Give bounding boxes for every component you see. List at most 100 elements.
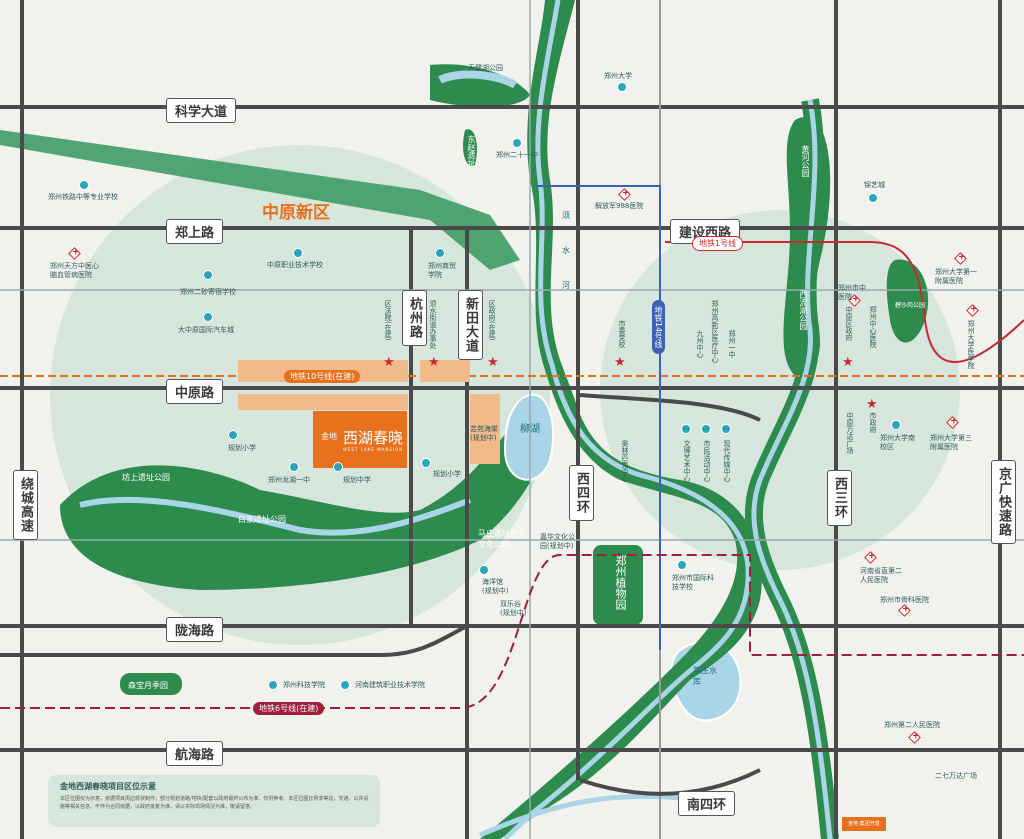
metro-label-line6: 地铁6号线(在建) (253, 702, 325, 715)
gov-star-icon: ★ (428, 355, 440, 370)
school-icon (435, 248, 445, 258)
legend-body: 本区位图仅为示意，依据项目周边现状制作，部分规划道路/地块/配套以政府最终公布为… (60, 796, 369, 810)
project-en: WEST LAKE MANSION (343, 447, 404, 452)
poi-label: 芸苑海棠(规划中) (470, 425, 498, 442)
metro-line14 (535, 185, 661, 650)
poi-label: 奥林匹克中心 (621, 440, 629, 482)
park-label-huanghe: 黄河公园 (801, 145, 810, 177)
poi-label: 郑州高新区医疗中心 (711, 300, 719, 363)
poi-label: 郑州大学第三附属医院 (930, 434, 972, 451)
gov-star-icon: ★ (383, 355, 395, 370)
gov-star-icon: ★ (842, 355, 854, 370)
poi-label: 市政府 (869, 412, 877, 433)
school-icon (617, 82, 627, 92)
poi-label: 河南建筑职业技术学院 (355, 681, 425, 689)
liuhu-lake (503, 393, 555, 481)
park-label-mazhuang: 马庄遗址生态文化公园 (478, 529, 526, 549)
road-label-longhai: 陇海路 (166, 617, 224, 642)
poi-label: 市民活动中心 (703, 440, 711, 482)
poi-label: 郑州市国际科技学校 (672, 574, 714, 591)
legend-title: 金地西湖春晓项目区位示意 (60, 782, 156, 791)
legend-box: 金地西湖春晓项目区位示意 本区位图仅为示意，依据项目周边现状制作，部分规划道路/… (48, 775, 380, 827)
poi-label: 中原职业技术学校 (267, 261, 323, 269)
xiliuhu-river (751, 99, 833, 839)
school-icon (340, 680, 350, 690)
poi-label: 文博艺术中心 (683, 440, 691, 482)
baijia-green-belt (60, 400, 547, 590)
road-label-xintian: 新田大道 (458, 290, 483, 360)
school-icon (228, 430, 238, 440)
commercial-strip-south (238, 394, 408, 410)
metro-label-line10: 地铁10号线(在建) (284, 370, 361, 383)
xushui-river (503, 0, 751, 839)
gov-star-icon: ★ (487, 355, 499, 370)
school-icon (203, 312, 213, 322)
park-label-lutang: 西流湖公园 (799, 290, 808, 330)
tianjian-lake (438, 70, 518, 89)
poi-label: 郑州中心医院 (869, 306, 877, 348)
jialu-river (79, 496, 472, 536)
metro-line6 (0, 554, 1024, 709)
poi-label: 大中原国际汽车城 (178, 326, 234, 334)
poi-label: 须水街道办事处 (429, 300, 437, 349)
school-icon (333, 462, 343, 472)
road-label-zhengshang: 郑上路 (166, 219, 224, 244)
metro-line1 (665, 241, 1024, 363)
school-icon (293, 248, 303, 258)
poi-label: 郑州一中 (728, 330, 736, 358)
school-icon (268, 680, 278, 690)
commercial-strip-north-east (420, 360, 470, 382)
poi-label: 中原万达广场 (846, 412, 854, 454)
nanshuibei-canal-green (0, 130, 520, 270)
school-icon (421, 458, 431, 468)
school-icon (203, 270, 213, 280)
poi-label: 中原区政府 (845, 306, 853, 341)
poi-label: 郑州龙湖一中 (268, 476, 310, 484)
poi-label: 郑州二十一中 (496, 151, 538, 159)
poi-label: 二七万达广场 (935, 772, 977, 780)
road-label-kexue: 科学大道 (166, 98, 237, 123)
park-label-bishagang: 碧沙岗公园 (895, 302, 926, 309)
poi-label: 规划小学 (228, 444, 256, 452)
metro-label-line1: 地铁1号线 (692, 236, 744, 251)
road-label-nansihuan: 南四环 (678, 791, 736, 816)
poi-label: 区政府(在建) (488, 300, 496, 341)
poi-label: 郑州科技学院 (283, 681, 325, 689)
poi-label: 规划小学 (433, 470, 461, 478)
water-label-xushui-2: 水 (562, 246, 570, 255)
school-icon (721, 424, 731, 434)
park-label-changzhuang: 常庄水库 (693, 666, 717, 686)
poi-label: 郑州大学南校区 (880, 434, 915, 451)
poi-label: 郑州铁路中等专业学校 (48, 193, 118, 201)
poi-label: 郑州商贸学院 (428, 262, 456, 279)
water-label-xushui-3: 河 (562, 281, 570, 290)
poi-label: 九州中心 (696, 330, 704, 358)
dongzhao-green (463, 129, 477, 166)
school-icon (681, 424, 691, 434)
school-icon (868, 193, 878, 203)
school-icon (79, 180, 89, 190)
poi-label: 天健湖公园 (468, 64, 503, 72)
school-icon (891, 420, 901, 430)
south-river (478, 793, 701, 838)
park-label-dongzhao: 东赵遗址 (467, 135, 476, 167)
poi-label: 海洋馆(规划中) (482, 578, 509, 595)
poi-label: 郑州第二人民医院 (884, 721, 940, 729)
brand-tag: 金地·集团开发 (842, 817, 886, 831)
zone-label-zhongyuan: 中原新区 (262, 203, 330, 223)
project-block[interactable]: 金地 西湖春晓 WEST LAKE MANSION (313, 411, 407, 468)
poi-label: 郑州大学第一附属医院 (935, 268, 977, 285)
poi-label: 郑州大学 (604, 72, 632, 80)
zhiwuyuan-park (593, 545, 643, 625)
poi-label: 双乐谷(规划中) (500, 600, 527, 617)
poi-label: 市委党校 (618, 320, 626, 348)
senbao-park (120, 673, 182, 695)
metro-label-line14: 地铁14号线 (652, 300, 665, 355)
poi-label: 锦艺城 (864, 181, 885, 189)
road-label-hangzhou: 杭州路 (402, 290, 427, 346)
school-icon (512, 138, 522, 148)
gov-star-icon: ★ (614, 355, 626, 370)
water-label-liuhu: 柳湖 (520, 424, 540, 435)
